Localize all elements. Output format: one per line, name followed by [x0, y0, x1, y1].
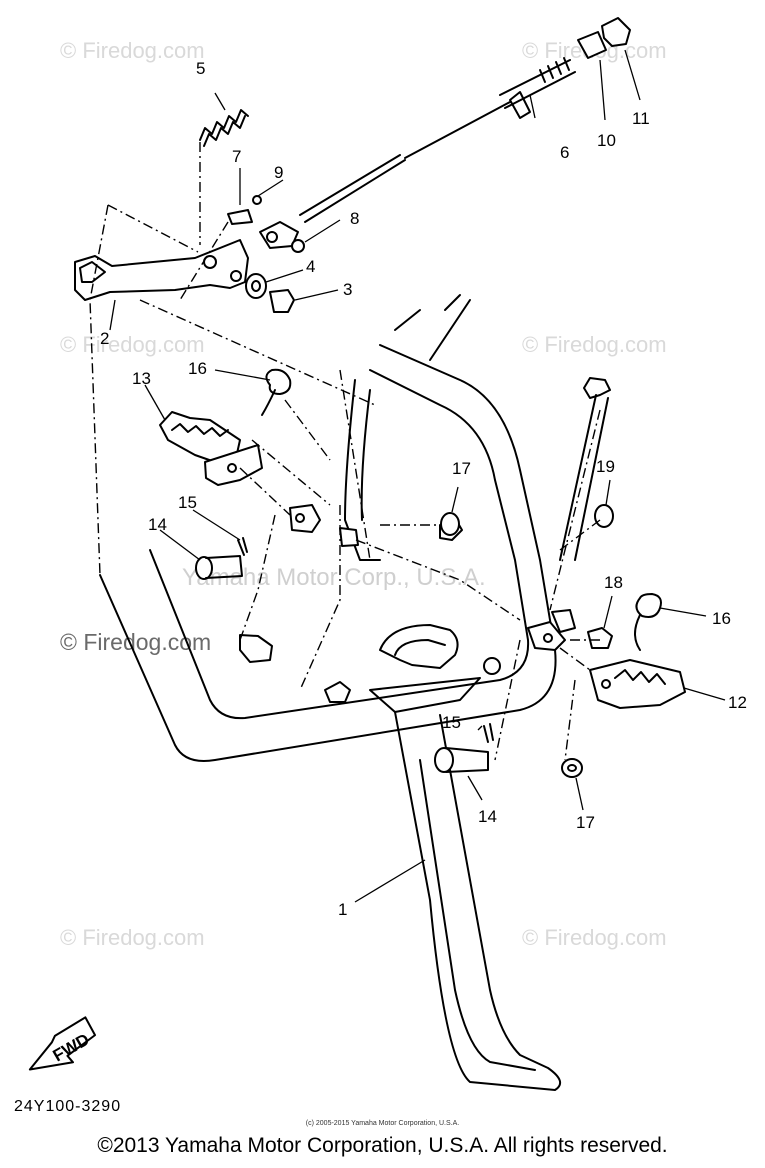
callout-8: 8	[350, 209, 359, 228]
brake-rod	[299, 57, 576, 223]
callout-1: 1	[338, 900, 347, 919]
callout-14-left: 14	[148, 515, 167, 534]
leader-lines	[109, 49, 726, 903]
footrest-left	[159, 411, 263, 486]
callout-18: 18	[604, 573, 623, 592]
watermark-layer: © Firedog.com © Firedog.com © Firedog.co…	[60, 38, 667, 950]
callout-19: 19	[596, 457, 615, 476]
side-stand	[369, 624, 562, 1091]
watermark-firedog: © Firedog.com	[522, 332, 667, 357]
callout-17-bottom: 17	[576, 813, 595, 832]
brake-pedal	[74, 239, 249, 301]
adjuster-parts	[577, 17, 631, 59]
watermark-firedog: © Firedog.com	[60, 629, 211, 655]
clevis-parts	[227, 195, 305, 253]
callout-labels: 5 7 9 8 4 3 6 10 11 2 16 13 15 14 17 19 …	[100, 59, 747, 919]
footrest-right	[527, 609, 686, 709]
copyright-footer: ©2013 Yamaha Motor Corporation, U.S.A. A…	[97, 1134, 668, 1157]
callout-14-right: 14	[478, 807, 497, 826]
watermark-firedog: © Firedog.com	[60, 332, 205, 357]
watermark-firedog: © Firedog.com	[60, 38, 205, 63]
fwd-arrow: FWD	[28, 1016, 97, 1071]
callout-2: 2	[100, 329, 109, 348]
diagram-part-number: 24Y100-3290	[14, 1098, 122, 1115]
callout-12: 12	[728, 693, 747, 712]
callout-5: 5	[196, 59, 205, 78]
watermark-firedog: © Firedog.com	[522, 925, 667, 950]
callout-15-left: 15	[178, 493, 197, 512]
frame-tube	[99, 294, 611, 762]
pin-left	[195, 537, 248, 580]
callout-9: 9	[274, 163, 283, 182]
callout-15-right: 15	[442, 713, 461, 732]
callout-17-top: 17	[452, 459, 471, 478]
callout-6: 6	[560, 143, 569, 162]
pin-right	[434, 723, 494, 773]
callout-13: 13	[132, 369, 151, 388]
callout-10: 10	[597, 131, 616, 150]
callout-3: 3	[343, 280, 352, 299]
washer-bolt	[245, 273, 295, 313]
callout-4: 4	[306, 257, 315, 276]
frame-brackets	[239, 504, 501, 703]
callout-11: 11	[632, 109, 650, 128]
spring-5	[199, 109, 249, 147]
dashed-lines	[89, 142, 601, 761]
spring-16-left	[261, 368, 292, 416]
small-copyright: (c) 2005-2015 Yamaha Motor Corporation, …	[305, 1120, 460, 1127]
callout-16-left: 16	[188, 359, 207, 378]
callout-7: 7	[232, 147, 241, 166]
watermark-firedog: © Firedog.com	[60, 925, 205, 950]
callout-16-right: 16	[712, 609, 731, 628]
